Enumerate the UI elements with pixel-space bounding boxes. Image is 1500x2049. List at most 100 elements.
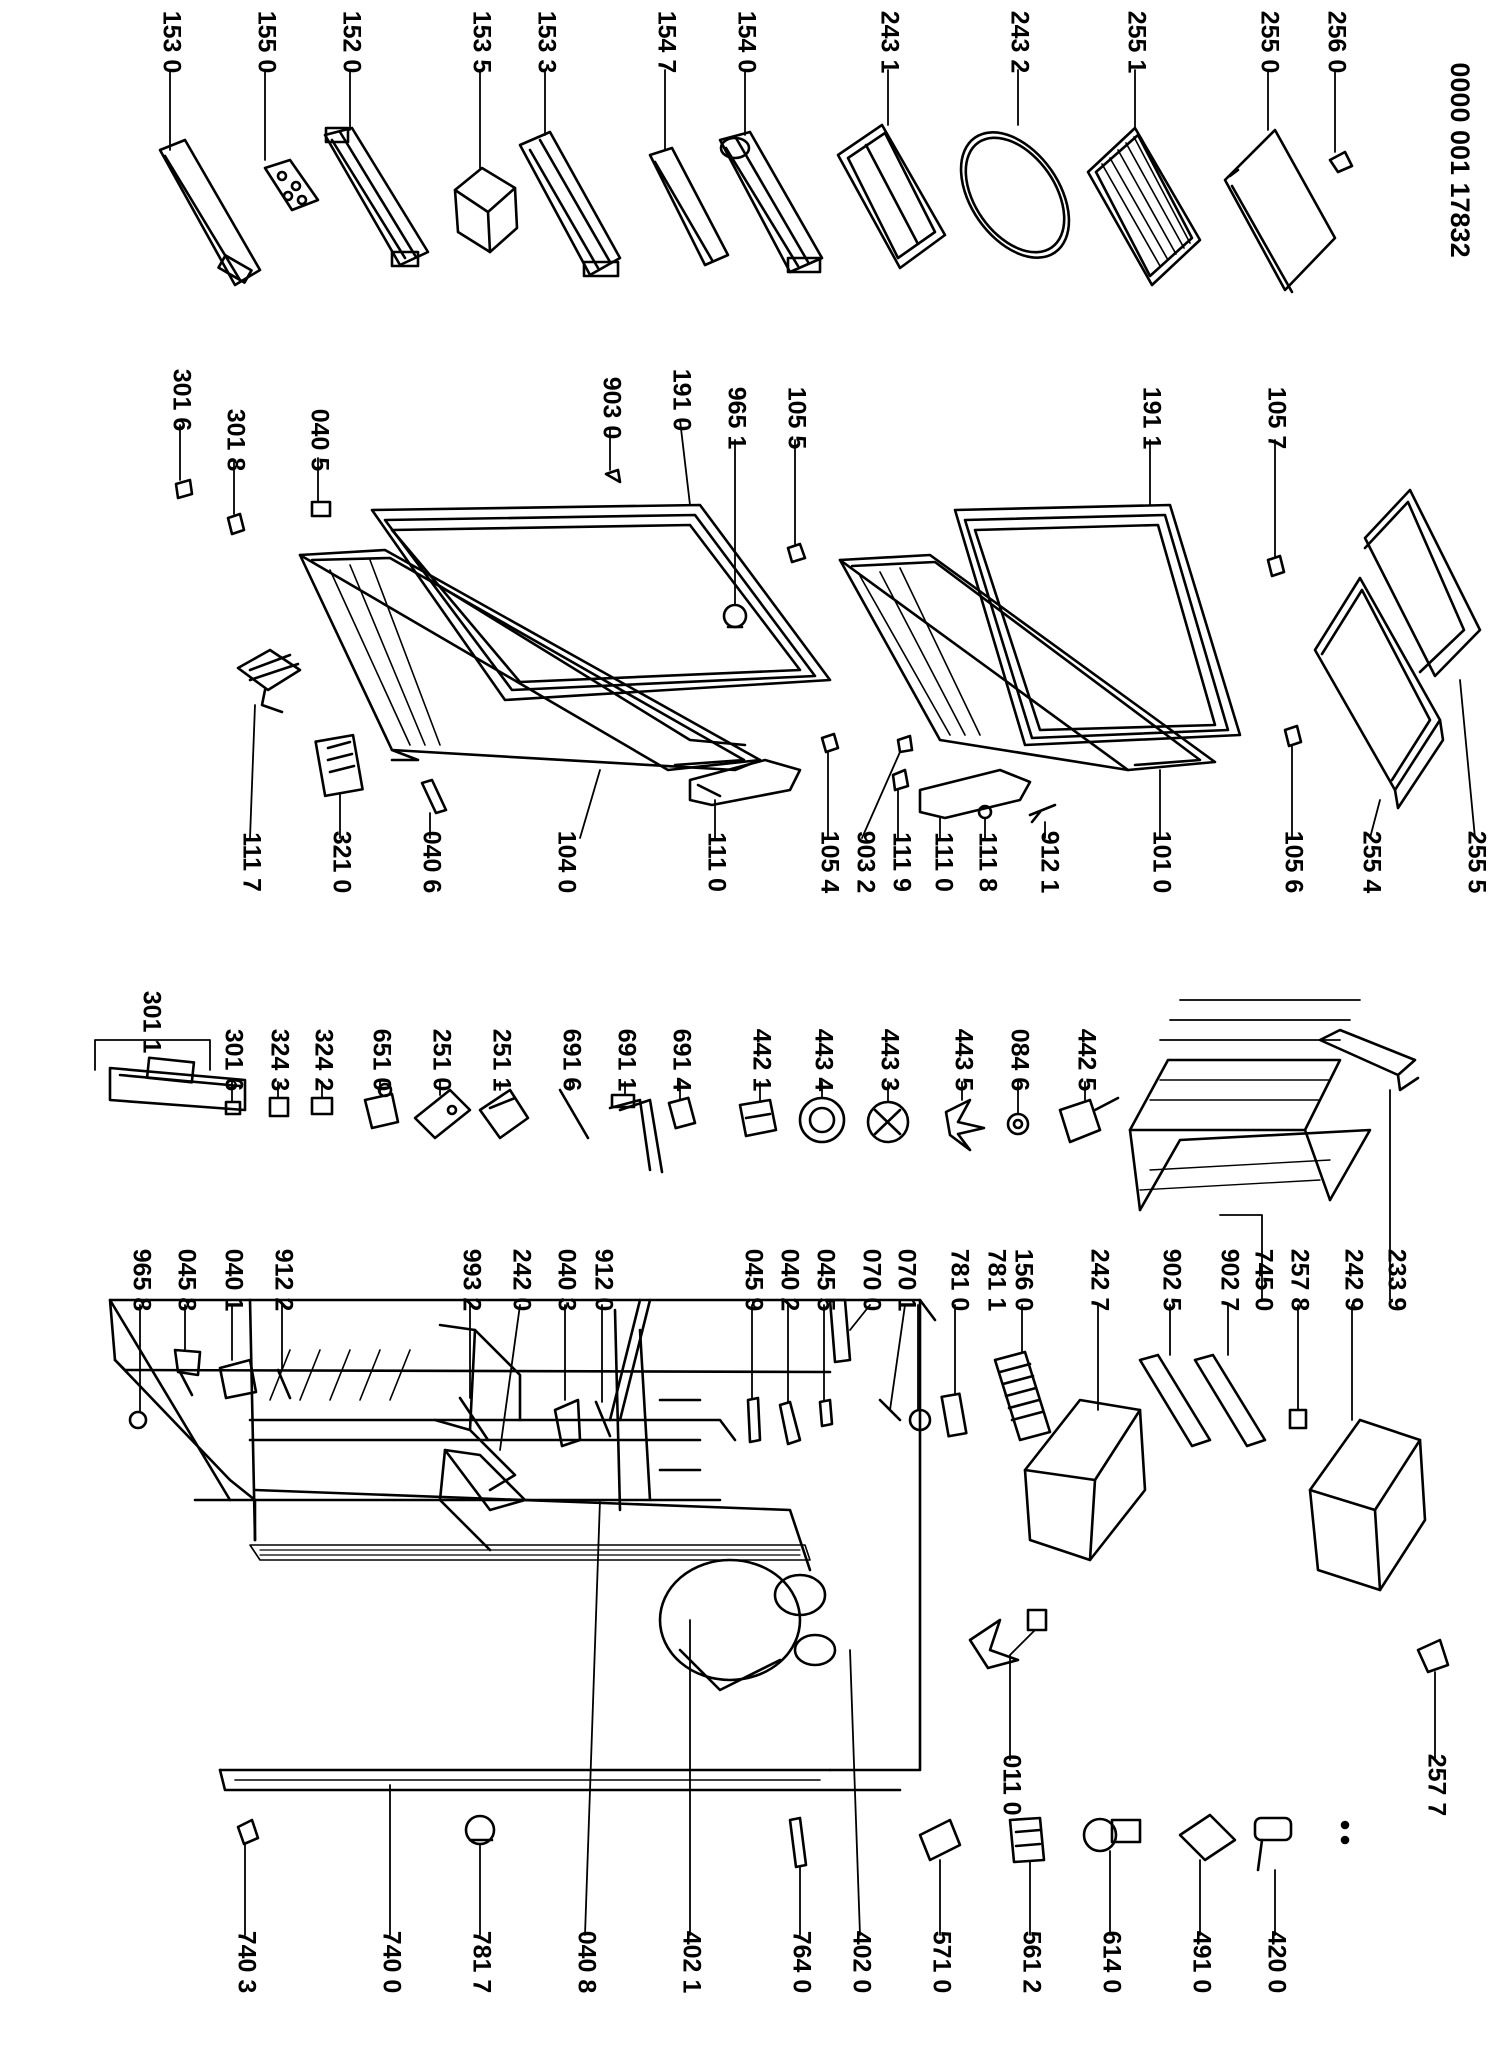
part-651-0-drawing [363,1082,400,1130]
part-912-2-drawing [276,1368,292,1400]
part-902-7-drawing [1193,1353,1267,1448]
part-label-p1533: 153 3 [532,11,560,74]
part-912-1-drawing [1028,803,1057,824]
door-shelf-153-3-drawing [518,130,622,278]
part-label-p2510: 251 0 [427,1029,455,1092]
part-label-p0406: 040 6 [417,831,445,894]
part-040-2-drawing [778,1400,802,1446]
part-label-p3242: 324 2 [309,1029,337,1092]
part-691-1-drawing [608,1093,664,1174]
part-965-8-drawing [128,1410,148,1430]
part-label-p5612: 561 2 [1017,1931,1045,1994]
part-993-2-drawing [458,1396,490,1442]
crisper-lid-255-4-drawing [1313,576,1445,810]
part-label-p4200: 420 0 [1262,1931,1290,1994]
part-491-0-drawing [1178,1813,1237,1862]
part-912-0-drawing [594,1400,612,1438]
part-label-p6140: 614 0 [1097,1931,1125,1994]
part-label-p4910: 491 0 [1187,1931,1215,1994]
part-label-p7817: 781 7 [467,1931,495,1994]
lower-handle-111-0-drawing [918,768,1032,820]
part-571-0-drawing [918,1818,962,1862]
part-label-p2560: 256 0 [1322,11,1350,74]
part-label-p1540: 154 0 [732,11,760,74]
part-label-p3016a: 301 6 [167,369,195,432]
part-label-p1110a: 111 0 [702,832,730,892]
part-691-6-drawing [558,1088,590,1140]
part-324-3-drawing [268,1096,290,1118]
part-label-p2551: 255 1 [1122,11,1150,74]
upper-door-gasket-191-0-drawing [370,503,832,702]
part-label-p1911: 191 1 [1137,387,1165,450]
part-label-p9027: 902 7 [1215,1249,1243,1312]
part-label-p1040: 104 0 [552,831,580,894]
part-label-p7810: 781 0 [945,1249,973,1312]
part-label-p9032: 903 2 [851,831,879,894]
part-label-p1547: 154 7 [652,11,680,74]
part-label-p0401: 040 1 [219,1249,247,1312]
part-105-7-drawing [1266,554,1286,578]
part-label-p4425: 442 5 [1072,1029,1100,1092]
fan-blade-443-5-drawing [944,1098,986,1152]
part-781-1-drawing [940,1392,968,1438]
hinge-cover-321-0-drawing [314,733,364,798]
part-781-7-drawing [464,1814,496,1846]
fan-bracket-011-0-drawing [968,1608,1048,1670]
round-glass-243-2-drawing [959,131,1071,259]
part-111-9-drawing [891,768,910,792]
part-label-p1520: 152 0 [337,11,365,74]
part-251-1-drawing [478,1088,530,1140]
part-label-p2420: 242 0 [507,1249,535,1312]
part-691-4-drawing [667,1096,697,1130]
glass-shelf-255-0-drawing [1223,128,1337,294]
part-label-p2577: 257 7 [1422,1754,1450,1817]
part-156-0-drawing [993,1350,1052,1442]
butter-box-153-5-drawing [453,166,519,254]
part-301-6-mid-drawing [224,1100,242,1116]
part-label-p0701: 070 1 [892,1249,920,1312]
part-label-p2427: 242 7 [1085,1249,1113,1312]
part-242-0-drawing [438,1448,527,1552]
part-label-p3210: 321 0 [327,831,355,894]
part-105-5-drawing [786,542,807,564]
part-label-p9658: 965 8 [127,1249,155,1312]
part-label-p7450: 745 0 [1249,1249,1277,1312]
part-label-p1535: 153 5 [467,11,495,74]
part-label-p9121: 912 1 [1035,831,1063,894]
part-label-p6911: 691 1 [612,1029,640,1092]
part-label-p0408: 040 8 [572,1931,600,1994]
part-label-p4433: 443 3 [875,1029,903,1092]
part-label-p1530: 153 0 [157,11,185,74]
part-label-p0110: 011 0 [997,1754,1025,1815]
part-040-3-drawing [553,1398,582,1448]
evaporator-745-0-drawing [1128,999,1372,1212]
part-045-8-drawing [173,1348,202,1397]
part-label-p7640: 764 0 [787,1931,815,1994]
part-label-p6916: 691 6 [557,1029,585,1092]
part-251-0-drawing [413,1088,472,1140]
part-105-4-drawing [820,732,840,754]
part-label-p1056: 105 6 [1279,831,1307,894]
leader-lines [94,69,1476,1936]
document-number: 0000 001 17832 [1445,62,1475,257]
part-label-p2554: 255 4 [1357,831,1385,894]
part-label-p3243: 324 3 [265,1029,293,1092]
part-label-p4434: 443 4 [809,1029,837,1092]
part-label-p0458: 045 8 [172,1249,200,1312]
part-label-p4021: 402 1 [677,1931,705,1994]
control-panel-301-1-drawing [108,1056,247,1112]
part-label-p7403: 740 3 [232,1931,260,1994]
part-442-5-drawing [1058,1096,1120,1144]
part-label-p0402: 040 2 [775,1249,803,1312]
part-label-p9120: 912 0 [589,1249,617,1312]
part-label-p1054: 105 4 [815,831,843,894]
part-label-p3018: 301 8 [221,409,249,472]
part-label-p9030: 903 0 [597,377,625,440]
part-label-p1119: 111 9 [887,832,915,892]
part-561-2-drawing [1008,1816,1046,1864]
part-label-p1057: 105 7 [1262,387,1290,450]
part-label-p0403: 040 3 [552,1249,580,1312]
part-903-2-drawing [896,734,914,754]
